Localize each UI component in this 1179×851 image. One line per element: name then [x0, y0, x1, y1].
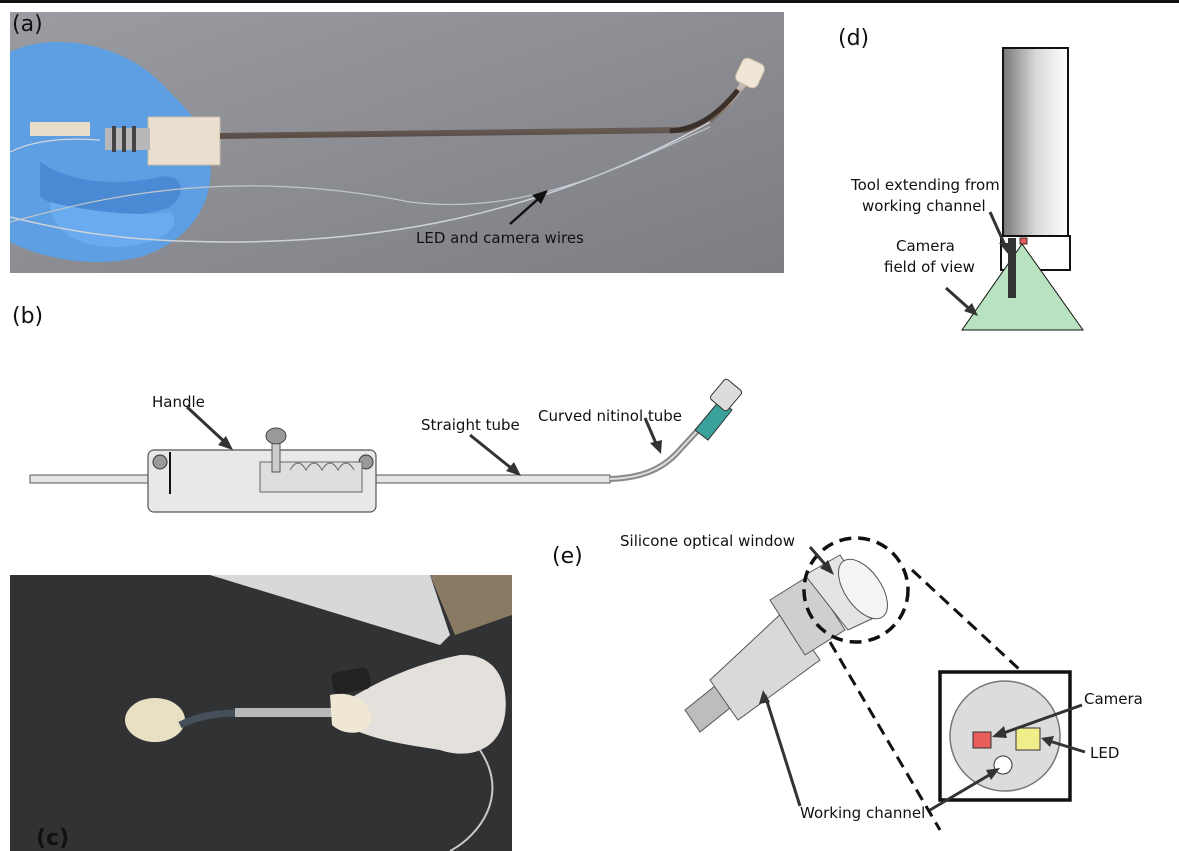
handle-label: Handle: [152, 393, 205, 411]
silicone-window-label: Silicone optical window: [620, 532, 795, 550]
panel-label-e: (e): [552, 544, 583, 569]
photo-panel-c: (c): [10, 575, 512, 851]
camera-label-e: Camera: [1084, 690, 1143, 708]
panel-label-b: (b): [12, 304, 44, 329]
straight-tube-label: Straight tube: [421, 416, 520, 434]
led-label-e: LED: [1090, 744, 1120, 762]
camera-marker-e: [972, 731, 992, 749]
camera-fov: [961, 243, 1084, 331]
panel-label-a: (a): [12, 12, 43, 37]
led-marker-e: [1015, 727, 1041, 751]
wires-label: LED and camera wires: [416, 229, 584, 247]
tool-label-line2: working channel: [862, 197, 986, 215]
cad-drawing-e: [684, 536, 1086, 831]
tool: [1008, 238, 1016, 298]
photo-panel-a: (a) LED and camera wires: [10, 12, 784, 273]
schematic-d: [945, 47, 1084, 331]
top-rule: [0, 0, 1179, 3]
photo-c-illustration: [10, 575, 512, 851]
tool-label-line1: Tool extending from: [851, 176, 1000, 194]
panel-label-d: (d): [838, 26, 870, 51]
panel-label-c: (c): [36, 826, 70, 851]
camera-fov-label-line1: Camera: [896, 237, 955, 255]
cad-drawing-b: [29, 378, 743, 513]
camera-marker-d: [1019, 237, 1028, 245]
curved-tube-label: Curved nitinol tube: [538, 407, 683, 425]
working-channel-label-e: Working channel: [800, 804, 926, 822]
zoom-circle: [802, 536, 910, 644]
scope-body: [1002, 47, 1069, 237]
camera-fov-label-line2: field of view: [884, 258, 975, 276]
photo-a-illustration: [10, 12, 784, 273]
